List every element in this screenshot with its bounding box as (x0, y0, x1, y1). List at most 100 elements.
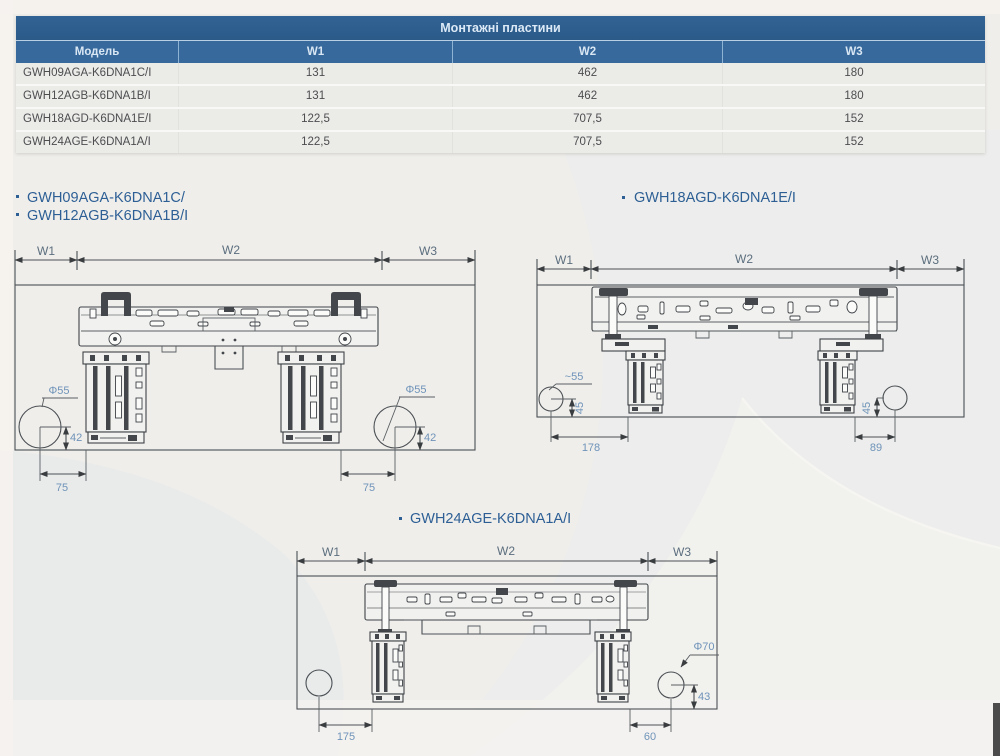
plate-slot (699, 315, 711, 321)
plate-slot (715, 307, 733, 314)
plate-slot (424, 593, 431, 605)
value-cell: 707,5 (452, 109, 722, 130)
rail-left-a (82, 351, 150, 444)
h-dim-right-c: 60 (644, 731, 656, 743)
plate-slot (551, 596, 567, 603)
w2-label: W2 (735, 252, 753, 266)
plate-slot (240, 308, 259, 316)
plate-part (601, 338, 666, 352)
plate-slot (149, 320, 165, 327)
w3-label: W3 (673, 545, 691, 559)
plate-slot (789, 315, 801, 321)
plate-slot (89, 308, 97, 319)
w3-label: W3 (419, 244, 437, 258)
page-edge-top (0, 0, 1000, 14)
diagram-line (382, 396, 401, 442)
model-name-gwh24: GWH24AGE-K6DNA1A/I (410, 511, 571, 527)
value-cell: 462 (452, 86, 722, 107)
diagram-rect (202, 317, 256, 332)
w1-label: W1 (322, 545, 340, 559)
rail-left-b (625, 350, 666, 414)
table-header-model: Модель (74, 46, 120, 58)
rail-left-c (369, 631, 407, 703)
plate-detail-dark (343, 337, 347, 341)
hole-dim-left-b: ~55 (565, 371, 584, 383)
width-dimension-a: W1 W2 W3 (14, 243, 476, 285)
mounting-plates-table: Монтажні пластини Модель W1 W2 W3 GWH09A… (16, 16, 985, 153)
value-cell: 131 (178, 86, 452, 107)
plate-detail-dark (836, 342, 850, 346)
plate-slot (157, 309, 179, 317)
rail-right-a (277, 351, 345, 444)
diagram-line (680, 654, 691, 668)
bullet-icon (16, 213, 19, 216)
plate-slot (439, 596, 453, 603)
value-cell: 462 (452, 63, 722, 84)
hook-right-a (331, 292, 361, 316)
mounting-plate-a (78, 292, 379, 370)
value-cell: 180 (722, 63, 985, 84)
diagram-line (548, 383, 557, 391)
wall-outline-a (14, 284, 476, 451)
value-cell: 707,5 (452, 132, 722, 153)
table-header-w2: W2 (452, 41, 722, 63)
diagram-line (41, 397, 45, 408)
plate-slot (471, 596, 487, 603)
model-cell: GWH18AGD-K6DNA1E/I (23, 113, 152, 125)
plate-slot (787, 301, 794, 314)
plate-slot (636, 314, 646, 320)
plate-detail-dark (859, 288, 888, 296)
diagram-path (214, 346, 244, 370)
background-swoosh-blue-left (0, 450, 344, 756)
plate-slot (293, 320, 309, 327)
plate-detail-dark (614, 580, 637, 587)
w2-label: W2 (222, 243, 240, 257)
plate-detail-dark (496, 588, 508, 595)
v-dim-right-a: 42 (424, 432, 436, 444)
plate-slot (135, 309, 153, 317)
plate-detail-dark (233, 338, 237, 342)
v-dim-right-b: 45 (861, 402, 873, 414)
annotations-c: Φ70 43 175 60 (318, 641, 719, 743)
model-cell: GWH12AGB-K6DNA1B/I (23, 90, 151, 102)
plate-slot (829, 299, 839, 307)
bullet-icon (16, 195, 19, 198)
plate-slot (522, 611, 533, 617)
plate-detail-dark (728, 325, 738, 329)
plate-detail-dark (233, 351, 237, 355)
table-header-w1: W1 (178, 41, 452, 63)
hook-left-a (101, 292, 131, 316)
diagram-path (695, 331, 710, 339)
plate-detail-dark (648, 325, 658, 329)
value-cell: 131 (178, 63, 452, 84)
plate-slot (491, 597, 503, 604)
plate-slot (406, 596, 418, 603)
plate-detail-dark (865, 334, 881, 339)
diagram-path (281, 346, 297, 353)
plate-slot (637, 305, 649, 313)
h-dim-right-a: 75 (363, 482, 375, 494)
diagram-gwh24: GWH24AGE-K6DNA1A/I W1 W2 W3 (296, 511, 719, 743)
plate-slot (313, 309, 331, 317)
value-cell: 122,5 (178, 132, 452, 153)
plate-slot (761, 306, 775, 314)
plate-detail-dark (224, 307, 234, 312)
background-arc-line (741, 397, 1000, 550)
plate-slot (846, 300, 858, 314)
diagram-path (533, 625, 547, 634)
plate-slot (457, 592, 467, 599)
hole-dim-left-a: Φ55 (48, 385, 69, 397)
h-dim-left-c: 175 (337, 731, 355, 743)
model-cell: GWH24AGE-K6DNA1A/I (23, 136, 151, 148)
wall-outline-c (296, 575, 718, 710)
w3-label: W3 (921, 253, 939, 267)
diagram-path (778, 331, 793, 339)
plate-detail-dark (221, 338, 225, 342)
value-cell: 180 (722, 86, 985, 107)
plate-detail-dark (113, 337, 117, 341)
hole-dim-right-c: Φ70 (693, 641, 714, 653)
plate-slot (381, 586, 390, 632)
table-title: Монтажні пластини (16, 16, 985, 41)
